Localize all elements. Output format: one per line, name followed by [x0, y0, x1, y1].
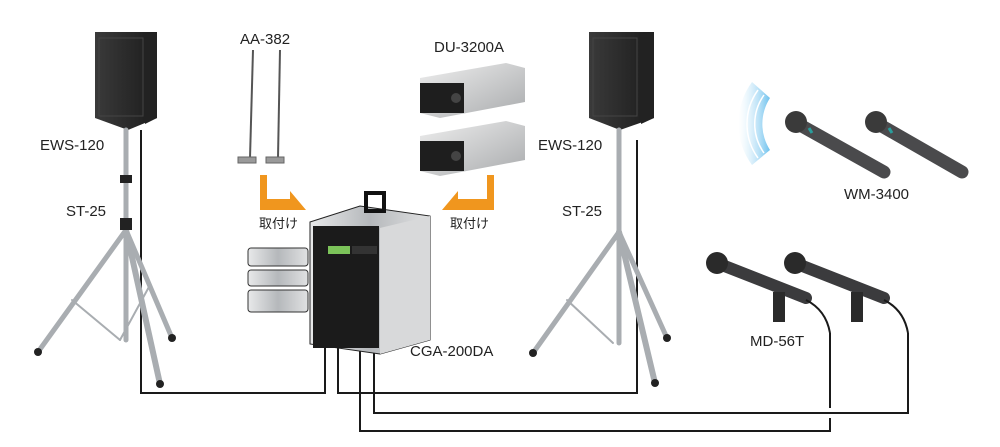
label-tuner: DU-3200A	[434, 39, 505, 56]
label-antenna: AA-382	[240, 31, 291, 48]
wireless-signal-icon	[738, 82, 770, 165]
attach-arrow-right	[442, 175, 494, 210]
label-stand-left: ST-25	[66, 203, 107, 220]
label-amplifier: CGA-200DA	[410, 343, 494, 360]
antennas	[237, 49, 285, 164]
label-attach-right: 取付け	[450, 217, 490, 232]
label-wireless-mic: WM-3400	[844, 186, 910, 203]
label-speaker-left: EWS-120	[40, 137, 105, 154]
label-attach-left: 取付け	[259, 217, 299, 232]
speaker-left	[95, 32, 157, 130]
amplifier	[247, 191, 431, 355]
cable-wired-mic-1	[359, 333, 831, 432]
stand-left	[34, 127, 176, 388]
speaker-right	[589, 32, 654, 130]
wired-mics	[706, 252, 909, 334]
attach-arrow-left	[260, 175, 306, 210]
wireless-mics	[785, 111, 969, 179]
label-stand-right: ST-25	[562, 203, 603, 220]
label-wired-mic: MD-56T	[750, 333, 805, 350]
stand-right	[529, 127, 671, 387]
label-speaker-right: EWS-120	[538, 137, 603, 154]
cable-wired-mic-2	[373, 333, 909, 414]
tuner-units	[420, 63, 525, 176]
